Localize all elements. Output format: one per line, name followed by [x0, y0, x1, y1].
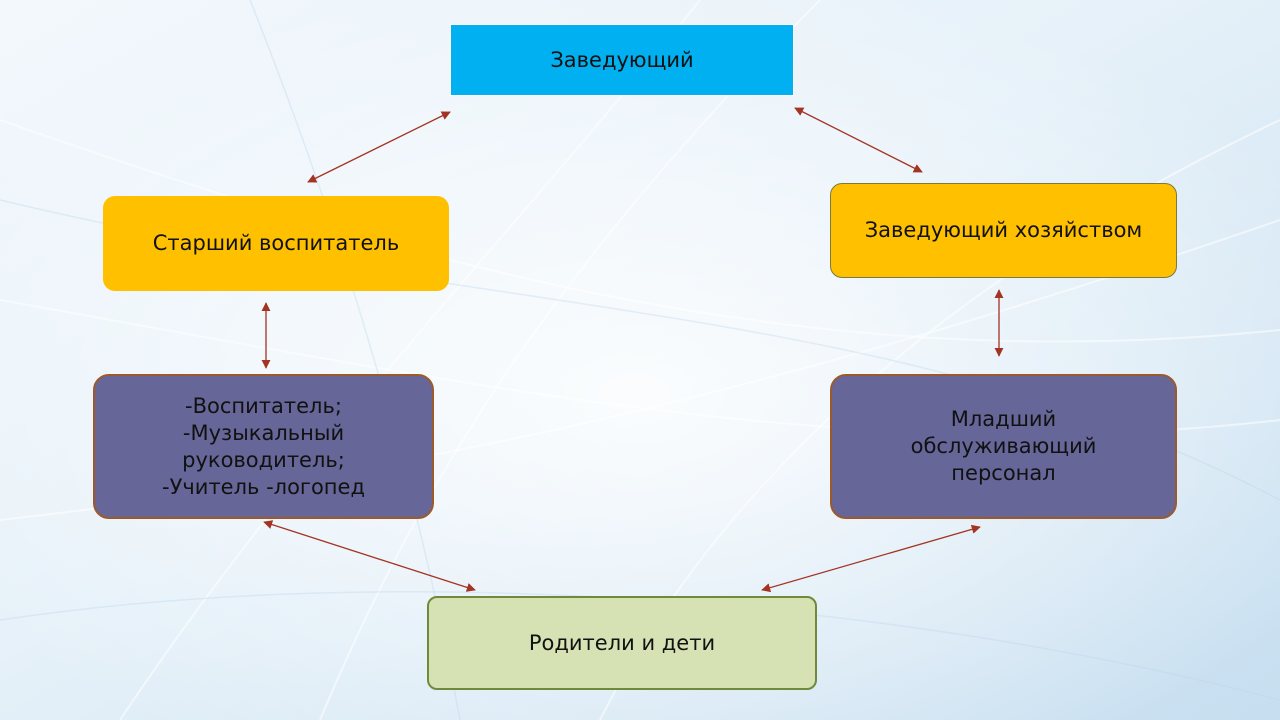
- node-senior-educator-label: Старший воспитатель: [152, 231, 400, 255]
- node-junior-staff: Младший обслуживающий персонал: [830, 374, 1177, 519]
- node-junior-staff-label: Младший обслуживающий персонал: [910, 407, 1097, 485]
- node-parents-children-label: Родители и дети: [528, 630, 716, 655]
- node-teaching-staff: -Воспитатель; -Музыкальный руководитель;…: [93, 374, 434, 519]
- node-supply-manager: Заведующий хозяйством: [830, 183, 1177, 278]
- node-supply-manager-label: Заведующий хозяйством: [864, 218, 1143, 242]
- node-head-label: Заведующий: [550, 47, 694, 72]
- node-senior-educator: Старший воспитатель: [103, 196, 449, 291]
- node-head: Заведующий: [450, 24, 794, 96]
- node-parents-children: Родители и дети: [427, 596, 817, 690]
- node-teaching-staff-label: -Воспитатель; -Музыкальный руководитель;…: [162, 393, 365, 499]
